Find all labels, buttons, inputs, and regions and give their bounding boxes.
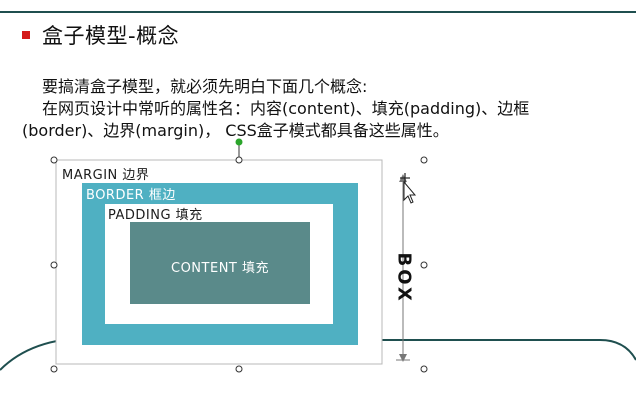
selection-handle-mid-left[interactable] bbox=[50, 261, 58, 269]
padding-label: PADDING 填充 bbox=[108, 208, 203, 223]
border-label: BORDER 框边 bbox=[86, 188, 176, 203]
box-label: BOX bbox=[393, 252, 415, 304]
selection-handle-bottom-center[interactable] bbox=[235, 365, 243, 373]
selection-handle-bottom-left[interactable] bbox=[50, 365, 58, 373]
content-label: CONTENT 填充 bbox=[171, 261, 269, 276]
move-cursor-icon bbox=[400, 173, 417, 204]
selection-handle-top-right[interactable] bbox=[420, 156, 428, 164]
content-box bbox=[130, 222, 310, 304]
rotate-handle[interactable] bbox=[235, 138, 243, 146]
paragraph-line-3: (border)、边界(margin)， CSS盒子模式都具备这些属性。 bbox=[22, 121, 449, 140]
title-row: 盒子模型-概念 bbox=[22, 20, 179, 50]
bottom-right-curve bbox=[340, 339, 636, 361]
selection-handle-bottom-right[interactable] bbox=[420, 365, 428, 373]
selection-handle-top-left[interactable] bbox=[50, 156, 58, 164]
selection-handle-top-center[interactable] bbox=[235, 156, 243, 164]
selection-handle-mid-right[interactable] bbox=[420, 261, 428, 269]
slide-title: 盒子模型-概念 bbox=[42, 24, 180, 48]
dimension-arrow-down-icon bbox=[399, 354, 407, 362]
title-bullet-icon bbox=[22, 31, 30, 39]
paragraph-line-1: 要搞清盒子模型，就必须先明白下面几个概念: bbox=[42, 77, 368, 96]
paragraph-line-2: 在网页设计中常听的属性名：内容(content)、填充(padding)、边框 bbox=[42, 99, 530, 118]
margin-label: MARGIN 边界 bbox=[62, 168, 150, 183]
